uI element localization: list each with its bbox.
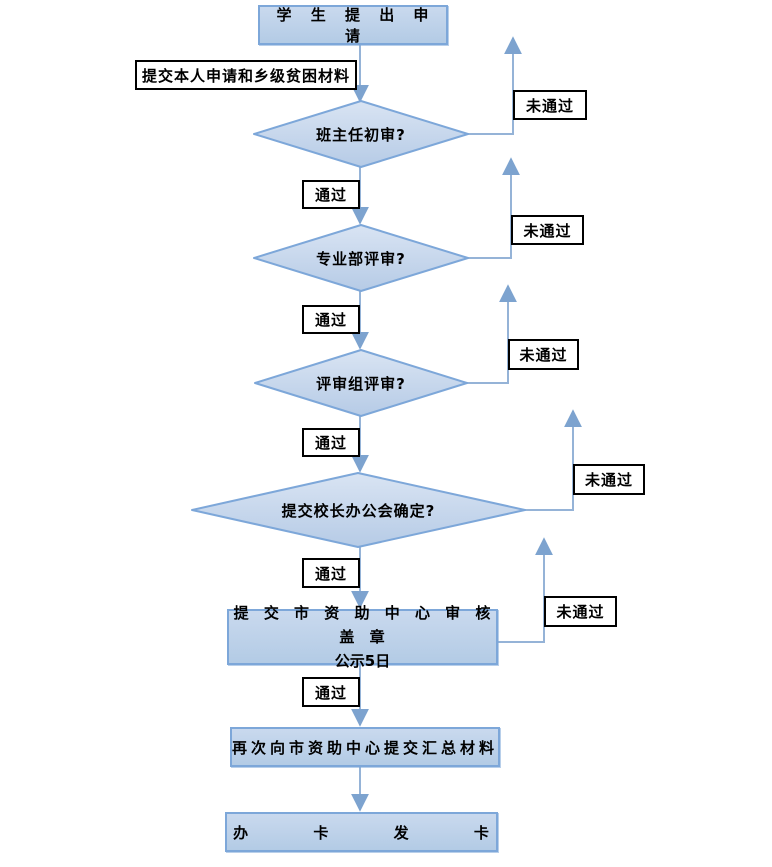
decision-2-label: 专业部评审? xyxy=(316,249,406,268)
connector-d1-fail-return xyxy=(468,36,522,135)
decision-3-shape xyxy=(254,349,468,417)
start-node: 学 生 提 出 申 请 xyxy=(258,5,448,45)
connector-process1-fail-return xyxy=(498,537,553,643)
decision-3-label: 评审组评审? xyxy=(316,374,406,393)
process-city-center-line2: 公示5日 xyxy=(334,652,391,670)
fail-label-3: 未通过 xyxy=(508,339,579,370)
process-resubmit-node: 再次向市资助中心提交汇总材料 xyxy=(230,727,500,767)
pass-label-5: 通过 xyxy=(302,677,360,707)
decision-1-shape xyxy=(253,100,469,168)
fail-label-4: 未通过 xyxy=(573,464,645,495)
pass-label-3: 通过 xyxy=(302,428,360,457)
note-box: 提交本人申请和乡级贫困材料 xyxy=(135,60,357,90)
pass-label-2: 通过 xyxy=(302,305,360,334)
connector-d3-fail-return xyxy=(467,284,517,384)
fail-label-5: 未通过 xyxy=(544,596,617,627)
decision-1-label: 班主任初审? xyxy=(316,125,406,144)
decision-2-shape xyxy=(253,224,469,292)
end-node: 办 卡 发 卡 xyxy=(225,812,498,852)
pass-label-1: 通过 xyxy=(302,180,360,209)
fail-label-1: 未通过 xyxy=(513,90,587,120)
decision-4-label: 提交校长办公会确定? xyxy=(281,501,436,520)
fail-label-2: 未通过 xyxy=(511,215,584,245)
pass-label-4: 通过 xyxy=(302,558,360,588)
decision-4-shape xyxy=(191,472,526,548)
process-city-center-node: 提 交 市 资 助 中 心 审 核 盖 章 公示5日 xyxy=(227,604,498,670)
process-city-center-line1: 提 交 市 资 助 中 心 审 核 盖 章 xyxy=(233,604,492,646)
connector-d2-fail-return xyxy=(467,157,520,259)
connector-d4-fail-return xyxy=(525,409,582,511)
